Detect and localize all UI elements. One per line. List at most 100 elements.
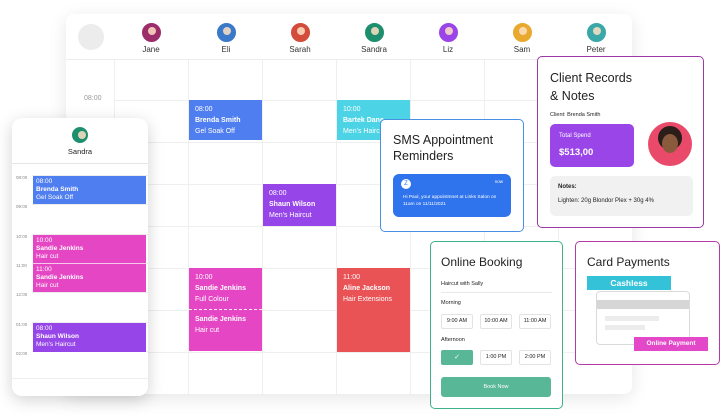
appointment-block[interactable]: 08:00 Shaun Wilson Men's Haircut [263,184,336,226]
appointment-client: Sandie Jenkins [36,274,84,281]
appointment-service: Hair cut [195,327,220,334]
appointment-block[interactable]: Sandie Jenkins Hair cut [189,309,262,351]
appointment-client: Sandie Jenkins [36,245,84,252]
time-label: 08:00 [16,175,28,180]
staff-column-header[interactable]: Sam [492,22,552,54]
client-photo [648,122,692,166]
time-slot-button[interactable]: 2:00 PM [519,350,551,365]
appointment-block[interactable]: 08:00 Brenda Smith Gel Soak Off [33,176,146,204]
appointment-block[interactable]: 08:00 Shaun Wilson Men's Haircut [33,323,146,352]
time-label: 01:00 [16,322,28,327]
appointment-client: Bartek Dane [343,117,384,124]
appointment-time: 11:00 [36,266,52,273]
appointment-block[interactable]: 10:00 Sandie Jenkins Hair cut [33,235,146,263]
sms-notification[interactable]: Z now Hi Paul, your appointmnet at Links… [393,174,511,217]
staff-name: Liz [442,45,454,54]
staff-avatar [71,126,89,144]
phone-footer [12,378,148,396]
card-title-line: & Notes [550,89,595,103]
card-line [605,325,645,330]
appointment-time: 08:00 [36,178,53,185]
appointment-service: Hair Extensions [343,296,393,303]
book-now-button[interactable]: Book Now [441,377,551,397]
appointment-time: 10:00 [195,274,213,281]
notification-message: Hi Paul, your appointmnet at Links Salon… [403,195,497,207]
app-icon: Z [401,179,411,189]
time-slot-button[interactable]: 10:00 AM [480,314,512,329]
staff-name: Jane [142,45,160,54]
grid-line [114,226,632,227]
staff-avatar [215,22,237,43]
appointment-block[interactable]: 11:00 Sandie Jenkins Hair cut [33,263,146,292]
staff-avatar [289,22,311,43]
time-label: 02:00 [16,351,28,356]
appointment-block[interactable]: 08:00 Brenda Smith Gel Soak Off [189,100,262,140]
appointment-time: 10:00 [36,237,53,244]
card-title: Client Records & Notes [550,69,632,105]
notes-box: Notes: Lighten: 20g Blondor Plex + 30g 4… [550,176,693,216]
card-line [605,316,659,321]
staff-column-header[interactable]: Sarah [270,22,330,54]
appointment-service: Gel Soak Off [36,194,74,201]
phone-mockup: Sandra 08:00 09:00 10:00 11:00 12:00 01:… [12,118,148,396]
cashless-badge: Cashless [587,276,671,290]
notes-text: Lighten: 20g Blondor Plex + 30g 4% [558,198,654,204]
client-name: Client: Brenda Smith [550,112,601,118]
appointment-client: Shaun Wilson [269,201,316,208]
appointment-client: Sandie Jenkins [195,316,246,323]
appointment-service: Men's Haircut [269,212,312,219]
grid-line [262,60,263,394]
grid-line [32,292,148,293]
card-title-line: Reminders [393,149,454,163]
card-title: Card Payments [587,255,670,269]
staff-avatar [585,22,607,43]
time-slot-selected[interactable]: ✓ [441,350,473,365]
appointment-client: Shaun Wilson [36,333,79,340]
total-spend-value: $513,00 [559,147,594,158]
credit-card-icon [596,291,690,345]
card-title-line: SMS Appointment [393,133,494,147]
staff-column-header[interactable]: Eli [196,22,256,54]
card-title: SMS Appointment Reminders [393,132,493,164]
grid-line [336,60,337,394]
appointment-client: Aline Jackson [343,285,391,292]
time-slot-button[interactable]: 11:00 AM [519,314,551,329]
calendar-menu-button[interactable] [78,24,104,50]
staff-name: Eli [221,45,231,54]
grid-line [32,322,148,323]
time-slot-button[interactable]: 9:00 AM [441,314,473,329]
phone-header: Sandra [12,118,148,164]
time-label: 08:00 [84,95,102,102]
appointment-block[interactable]: 11:00 Aline Jackson Hair Extensions [337,268,410,352]
staff-column-header[interactable]: Sandra [344,22,404,54]
time-label: 12:00 [16,292,28,297]
online-payment-badge: Online Payment [634,337,708,351]
staff-name: Sandra [361,45,387,54]
grid-line [114,352,632,353]
appointment-block[interactable]: 10:00 Sandie Jenkins Full Colour [189,268,262,309]
appointment-client: Sandie Jenkins [195,285,246,292]
time-slot-button[interactable]: 1:00 PM [480,350,512,365]
grid-line [32,175,148,176]
time-label: 11:00 [16,263,27,268]
grid-line [32,234,148,235]
staff-name: Sandra [67,147,93,156]
staff-name: Peter [586,45,606,54]
staff-avatar [511,22,533,43]
total-spend-tile: Total Spend $513,00 [550,124,634,167]
grid-line [114,142,632,143]
time-label: 09:00 [16,204,28,209]
staff-column-header[interactable]: Liz [418,22,478,54]
service-name: Haircut with Sally [441,281,484,287]
divider [441,292,552,293]
appointment-service: Men's Haircut [36,341,76,348]
client-records-card: Client Records & Notes Client: Brenda Sm… [537,56,704,228]
appointment-service: Gel Soak Off [195,128,235,135]
appointment-time: 11:00 [343,274,360,281]
appointment-time: 08:00 [195,106,213,113]
staff-column-header[interactable]: Peter [566,22,626,54]
appointment-time: 10:00 [343,106,361,113]
card-title-line: Client Records [550,71,632,85]
staff-column-header[interactable]: Jane [121,22,181,54]
